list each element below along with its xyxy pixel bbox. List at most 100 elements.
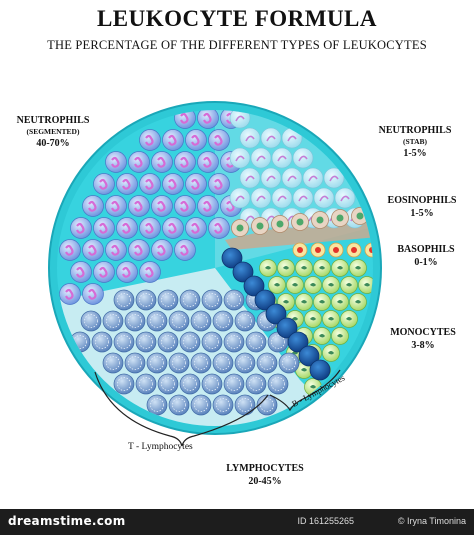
eosinophil-cells bbox=[231, 207, 369, 237]
t-lymphocyte-cell bbox=[201, 289, 223, 311]
label-basophils-pct: 0-1% bbox=[414, 257, 438, 268]
stab-neutrophil-cell bbox=[250, 187, 272, 209]
neutrophil-cell bbox=[151, 239, 173, 261]
t-lymphocyte-cell bbox=[190, 310, 212, 332]
monocyte-cell bbox=[349, 259, 367, 277]
t-lymphocyte-cell bbox=[135, 289, 157, 311]
label-monocytes: MONOCYTES 3-8% bbox=[380, 326, 466, 352]
t-lymphocyte-cell bbox=[223, 331, 245, 353]
stab-neutrophil-cell bbox=[271, 187, 293, 209]
monocyte-cell bbox=[295, 259, 313, 277]
t-lymphocyte-cell bbox=[212, 352, 234, 374]
label-basophils: BASOPHILS 0-1% bbox=[386, 243, 466, 269]
author-credit: © Iryna Timonina bbox=[397, 516, 466, 526]
b-lymphocyte-cell bbox=[309, 359, 331, 381]
neutrophil-cell bbox=[139, 217, 161, 239]
label-neutrophils-stab-name: NEUTROPHILS bbox=[378, 125, 452, 136]
t-lymphocyte-cell bbox=[267, 373, 289, 395]
t-lymphocyte-brace bbox=[94, 371, 269, 447]
basophil-cell bbox=[346, 242, 362, 258]
neutrophil-cell bbox=[174, 239, 196, 261]
label-neutrophils-segmented-pct: 40-70% bbox=[36, 138, 70, 149]
label-neutrophils-stab-pct: 1-5% bbox=[403, 148, 427, 159]
image-id: ID 161255265 bbox=[297, 516, 354, 526]
t-lymphocyte-cell bbox=[135, 373, 157, 395]
neutrophil-cell bbox=[185, 129, 207, 151]
stab-neutrophil-cells bbox=[229, 110, 366, 229]
monocyte-cell bbox=[358, 276, 373, 294]
t-lymphocyte-cell bbox=[157, 373, 179, 395]
dreamstime-logo: dreamstime.com bbox=[8, 514, 126, 528]
t-lymphocyte-cell bbox=[146, 352, 168, 374]
b-lymphocyte-cell bbox=[243, 275, 265, 297]
label-lymphocytes: LYMPHOCYTES 20-45% bbox=[210, 462, 320, 488]
stab-neutrophil-cell bbox=[271, 147, 293, 169]
monocyte-cell bbox=[322, 310, 340, 328]
t-lymphocyte-cell bbox=[124, 352, 146, 374]
t-lymphocyte-cell bbox=[157, 331, 179, 353]
b-lymphocyte-cell bbox=[221, 247, 243, 269]
neutrophil-cell bbox=[105, 239, 127, 261]
neutrophil-cell bbox=[70, 217, 92, 239]
footer-bar: dreamstime.com ID 161255265 © Iryna Timo… bbox=[0, 509, 474, 535]
label-neutrophils-stab-sub: (STAB) bbox=[402, 137, 428, 146]
monocyte-cell bbox=[304, 276, 322, 294]
monocyte-cell bbox=[313, 327, 331, 345]
monocyte-cell bbox=[268, 276, 286, 294]
neutrophil-cell bbox=[197, 195, 219, 217]
label-neutrophils-segmented: NEUTROPHILS (SEGMENTED) 40-70% bbox=[8, 114, 98, 150]
neutrophil-cell bbox=[139, 129, 161, 151]
monocyte-cell bbox=[322, 276, 340, 294]
t-lymphocyte-cell bbox=[124, 310, 146, 332]
eosinophil-cell bbox=[251, 217, 269, 235]
t-lymphocyte-cell bbox=[201, 373, 223, 395]
label-basophils-name: BASOPHILS bbox=[397, 244, 455, 255]
neutrophil-cell bbox=[128, 151, 150, 173]
monocyte-cell bbox=[304, 310, 322, 328]
page-title: LEUKOCYTE FORMULA bbox=[96, 6, 378, 31]
t-lymphocyte-cell bbox=[201, 331, 223, 353]
label-neutrophils-segmented-name: NEUTROPHILS bbox=[16, 115, 90, 126]
t-lymphocyte-cell bbox=[146, 310, 168, 332]
t-lymphocyte-cell bbox=[234, 310, 256, 332]
neutrophil-cell bbox=[82, 239, 104, 261]
eosinophil-cell bbox=[311, 211, 329, 229]
neutrophil-cell bbox=[197, 151, 219, 173]
neutrophil-cell bbox=[116, 261, 138, 283]
neutrophil-cell bbox=[128, 239, 150, 261]
t-lymphocyte-cell bbox=[234, 394, 256, 416]
label-neutrophils-stab: NEUTROPHILS (STAB) 1-5% bbox=[370, 124, 460, 160]
monocyte-cell bbox=[349, 293, 367, 311]
t-lymphocyte-cell bbox=[179, 373, 201, 395]
t-lymphocyte-cell bbox=[234, 352, 256, 374]
label-neutrophils-segmented-sub: (SEGMENTED) bbox=[26, 127, 80, 136]
stab-neutrophil-cell bbox=[260, 167, 282, 189]
t-lymphocyte-cell bbox=[113, 289, 135, 311]
t-lymphocyte-cell bbox=[223, 373, 245, 395]
t-lymphocyte-cell bbox=[190, 352, 212, 374]
t-lymphocyte-cell bbox=[168, 352, 190, 374]
neutrophil-cell bbox=[93, 217, 115, 239]
neutrophil-cell bbox=[139, 261, 161, 283]
t-lymphocyte-cell bbox=[91, 331, 113, 353]
label-t-lymphocytes: T - Lymphocytes bbox=[128, 442, 193, 452]
stab-neutrophil-cell bbox=[229, 110, 251, 129]
label-eosinophils-name: EOSINOPHILS bbox=[387, 195, 457, 206]
basophil-cell bbox=[292, 242, 308, 258]
neutrophil-cell bbox=[93, 261, 115, 283]
neutrophil-cell bbox=[82, 283, 104, 305]
basophil-cell bbox=[310, 242, 326, 258]
t-lymphocyte-cell bbox=[245, 373, 267, 395]
t-lymphocyte-cell bbox=[146, 394, 168, 416]
label-monocytes-pct: 3-8% bbox=[411, 340, 435, 351]
neutrophil-cell bbox=[59, 239, 81, 261]
monocyte-cell bbox=[322, 344, 340, 362]
stab-neutrophil-cell bbox=[334, 187, 356, 209]
neutrophil-cell bbox=[174, 195, 196, 217]
monocyte-cell bbox=[286, 276, 304, 294]
neutrophil-cell bbox=[185, 217, 207, 239]
neutrophil-cell bbox=[151, 195, 173, 217]
stab-neutrophil-cell bbox=[229, 147, 251, 169]
t-lymphocyte-cell bbox=[135, 331, 157, 353]
